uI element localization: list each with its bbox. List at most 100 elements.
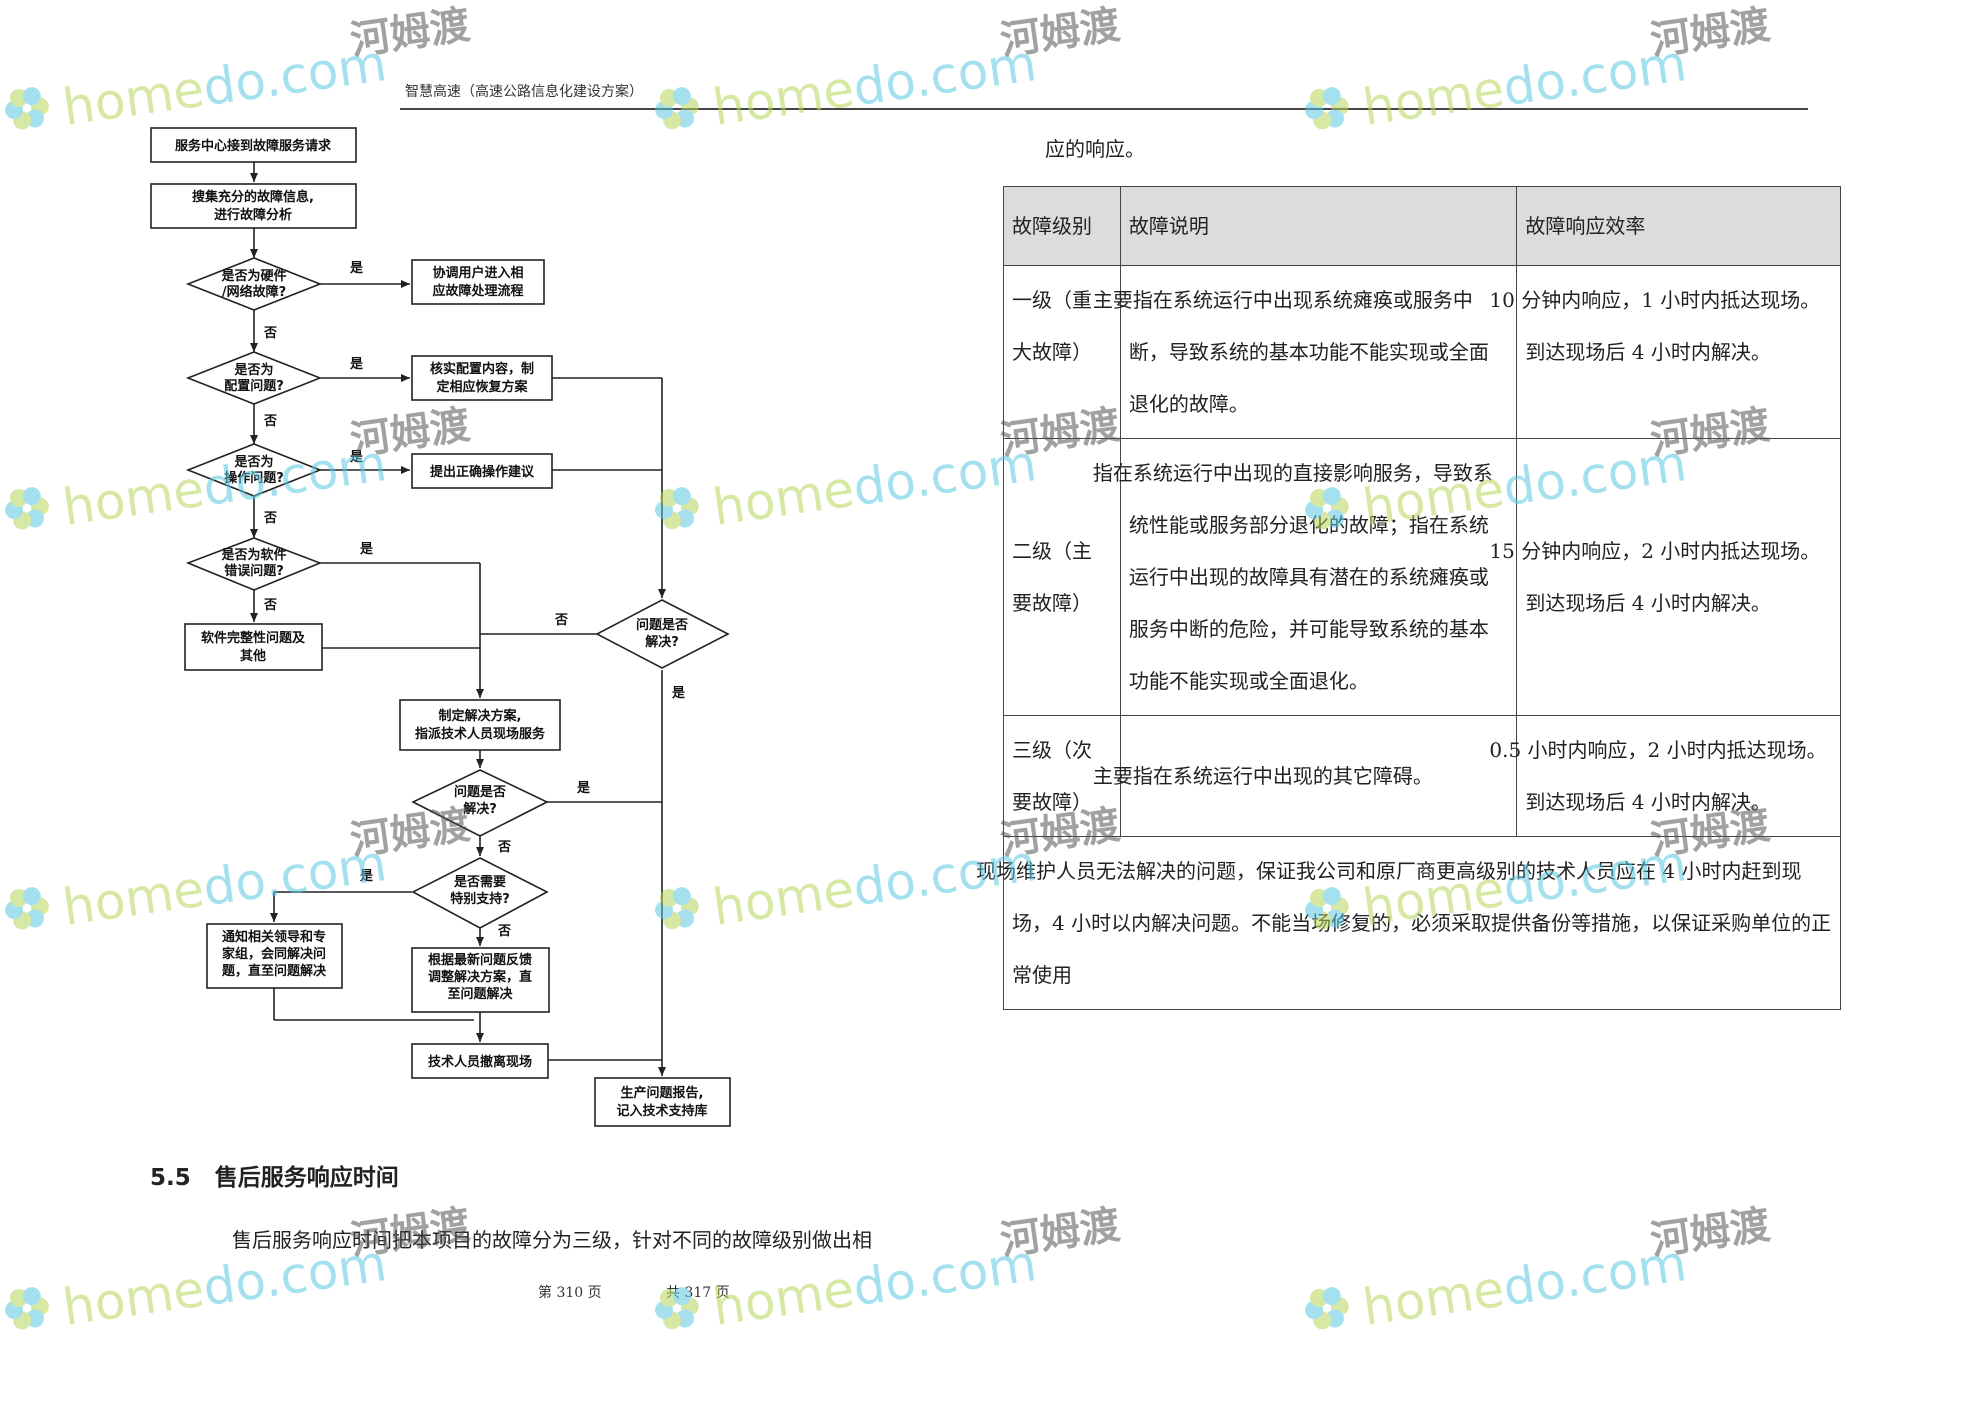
label-no-special: 否 (497, 924, 511, 939)
node-production-report-text-2: 记入技术支持库 (616, 1103, 707, 1119)
decision-resolved-right (595, 599, 730, 669)
node-adjust-plan-text-2: 调整解决方案，直 (428, 969, 532, 985)
flow-connectors (250, 162, 666, 1076)
node-production-report (594, 1077, 731, 1127)
page-header-title: 智慧高速（高速公路信息化建设方案） (405, 84, 643, 100)
watermark-text: homedo.com (1359, 34, 1690, 137)
fault-eff-1: 10 分钟内响应，1 小时内抵达现场。到达现场后 4 小时内解决。 (1489, 265, 1841, 439)
fault-handling-flowchart: 服务中心接到故障服务请求 搜集充分的故障信息, 进行故障分析 是否为硬件 /网络… (150, 127, 731, 1127)
fault-level-3: 三级（次要故障） (1003, 715, 1121, 837)
label-no-right: 否 (554, 613, 568, 628)
node-notify-experts (206, 923, 343, 989)
decision-config-text-1: 是否为 (233, 362, 273, 378)
node-verify-config-text-1: 核实配置内容，制 (430, 361, 534, 377)
decision-operation (185, 443, 323, 497)
node-adjust-plan (411, 947, 550, 1013)
node-verify-config-text-2: 定相应恢复方案 (435, 379, 528, 395)
header-fault-level: 故障级别 (1003, 186, 1121, 266)
node-staff-withdraw-text: 技术人员撤离现场 (428, 1054, 532, 1070)
fault-desc-3: 主要指在系统运行中出现的其它障碍。 (1093, 715, 1518, 837)
fault-level-1: 一级（重大故障） (1003, 265, 1121, 439)
fault-desc-2: 指在系统运行中出现的直接影响服务，导致系统性能或服务部分退化的故障；指在系统运行… (1093, 438, 1518, 716)
decision-config-text-2: 配置问题? (224, 378, 284, 394)
right-intro-text: 应的响应。 (1045, 137, 1145, 161)
node-notify-experts-text-2: 家组，会同解决问 (222, 946, 326, 962)
fault-eff-2: 15 分钟内响应，2 小时内抵达现场。到达现场后 4 小时内解决。 (1489, 438, 1841, 716)
watermark-flower-icon (1305, 1287, 1349, 1330)
fault-eff-3: 0.5 小时内响应，2 小时内抵达现场。到达现场后 4 小时内解决。 (1489, 715, 1841, 837)
node-coordinate-user-text-1: 协调用户进入相 (432, 265, 523, 281)
node-operation-advice-text: 提出正确操作建议 (430, 464, 535, 480)
header-fault-efficiency: 故障响应效率 (1516, 186, 1841, 266)
fault-level-table: 故障级别 故障说明 故障响应效率 一级（重大故障） 主要指在系统运行中出现系统瘫… (976, 186, 1841, 1010)
node-operation-advice (411, 453, 553, 489)
decision-software-text-1: 是否为软件 (220, 547, 286, 563)
watermark-cn-text: 河姆渡 (1648, 2, 1773, 64)
decision-hardware-text-2: /网络故障? (222, 284, 286, 300)
node-notify-experts-text-1: 通知相关领导和专 (222, 929, 326, 945)
node-coordinate-user (411, 259, 545, 305)
watermark-cn-text: 河姆渡 (998, 2, 1123, 64)
fault-level-2: 二级（主要故障） (1003, 438, 1121, 716)
table-header-row: 故障级别 故障说明 故障响应效率 (1003, 186, 1841, 266)
decision-resolved-mid (411, 769, 549, 837)
decision-hardware (185, 257, 323, 311)
node-collect-info-text-2: 进行故障分析 (214, 207, 292, 223)
node-staff-withdraw (411, 1043, 549, 1079)
table-note-row: 现场维护人员无法解决的问题，保证我公司和原厂商更高级别的技术人员应在 4 小时内… (976, 836, 1841, 1010)
node-receive-request-text: 服务中心接到故障服务请求 (175, 138, 332, 154)
label-yes-4: 是 (359, 542, 374, 557)
decision-operation-text-1: 是否为 (233, 454, 273, 470)
decision-hardware-text-1: 是否为硬件 (220, 268, 286, 284)
label-no-3: 否 (263, 511, 277, 526)
node-adjust-plan-text-3: 至问题解决 (447, 986, 513, 1002)
watermark-text: homedo.com (1359, 1234, 1690, 1337)
label-yes-special: 是 (359, 869, 374, 884)
label-yes-2: 是 (349, 357, 364, 372)
decision-config (185, 351, 323, 405)
label-yes-1: 是 (349, 261, 364, 276)
section-body-text: 售后服务响应时间把本项目的故障分为三级，针对不同的故障级别做出相 (232, 1228, 872, 1252)
label-no-2: 否 (263, 414, 277, 429)
decision-resolved-right-text-1: 问题是否 (636, 617, 688, 633)
node-make-plan-text-2: 指派技术人员现场服务 (415, 726, 546, 742)
node-receive-request (150, 127, 357, 163)
header-divider (400, 108, 1808, 110)
decision-resolved-mid-text-1: 问题是否 (454, 784, 506, 800)
decision-software (185, 537, 323, 591)
node-make-plan-text-1: 制定解决方案, (439, 708, 522, 724)
node-adjust-plan-text-1: 根据最新问题反馈 (428, 952, 532, 968)
decision-resolved-mid-text-2: 解决? (462, 801, 497, 817)
node-production-report-text-1: 生产问题报告, (621, 1085, 704, 1101)
watermark-cn-text: 河姆渡 (998, 1202, 1123, 1264)
section-title: 5.5 售后服务响应时间 (150, 1165, 399, 1191)
footer-total-pages: 共 317 页 (666, 1285, 730, 1301)
label-no-mid: 否 (497, 840, 511, 855)
label-no-4: 否 (263, 598, 277, 613)
node-notify-experts-text-3: 题，直至问题解决 (222, 963, 327, 979)
node-collect-info-text-1: 搜集充分的故障信息, (192, 189, 314, 205)
decision-resolved-right-text-2: 解决? (644, 634, 679, 650)
watermark-flower-icon (5, 1287, 49, 1330)
node-software-integrity-text-1: 软件完整性问题及 (201, 630, 306, 646)
node-software-integrity-text-2: 其他 (240, 648, 266, 664)
header-fault-desc: 故障说明 (1119, 186, 1518, 266)
footer-page-number: 第 310 页 (538, 1285, 602, 1301)
label-yes-mid: 是 (576, 781, 591, 796)
table-row: 二级（主要故障） 指在系统运行中出现的直接影响服务，导致系统性能或服务部分退化的… (1003, 438, 1841, 716)
decision-special-support (411, 857, 549, 929)
decision-software-text-2: 错误问题? (224, 563, 284, 579)
fault-table-note: 现场维护人员无法解决的问题，保证我公司和原厂商更高级别的技术人员应在 4 小时内… (976, 836, 1841, 1010)
label-yes-3: 是 (349, 450, 364, 465)
node-verify-config (411, 355, 553, 401)
node-software-integrity (184, 623, 323, 671)
fault-desc-1: 主要指在系统运行中出现系统瘫痪或服务中断，导致系统的基本功能不能实现或全面退化的… (1093, 265, 1518, 439)
node-collect-info (150, 183, 357, 229)
table-row: 一级（重大故障） 主要指在系统运行中出现系统瘫痪或服务中断，导致系统的基本功能不… (1003, 265, 1841, 439)
table-row: 三级（次要故障） 主要指在系统运行中出现的其它障碍。 0.5 小时内响应，2 小… (1003, 715, 1841, 837)
node-coordinate-user-text-2: 应故障处理流程 (432, 283, 523, 299)
watermark-cn-text: 河姆渡 (1648, 1202, 1773, 1264)
label-no-1: 否 (263, 326, 277, 341)
node-make-plan (399, 699, 561, 751)
